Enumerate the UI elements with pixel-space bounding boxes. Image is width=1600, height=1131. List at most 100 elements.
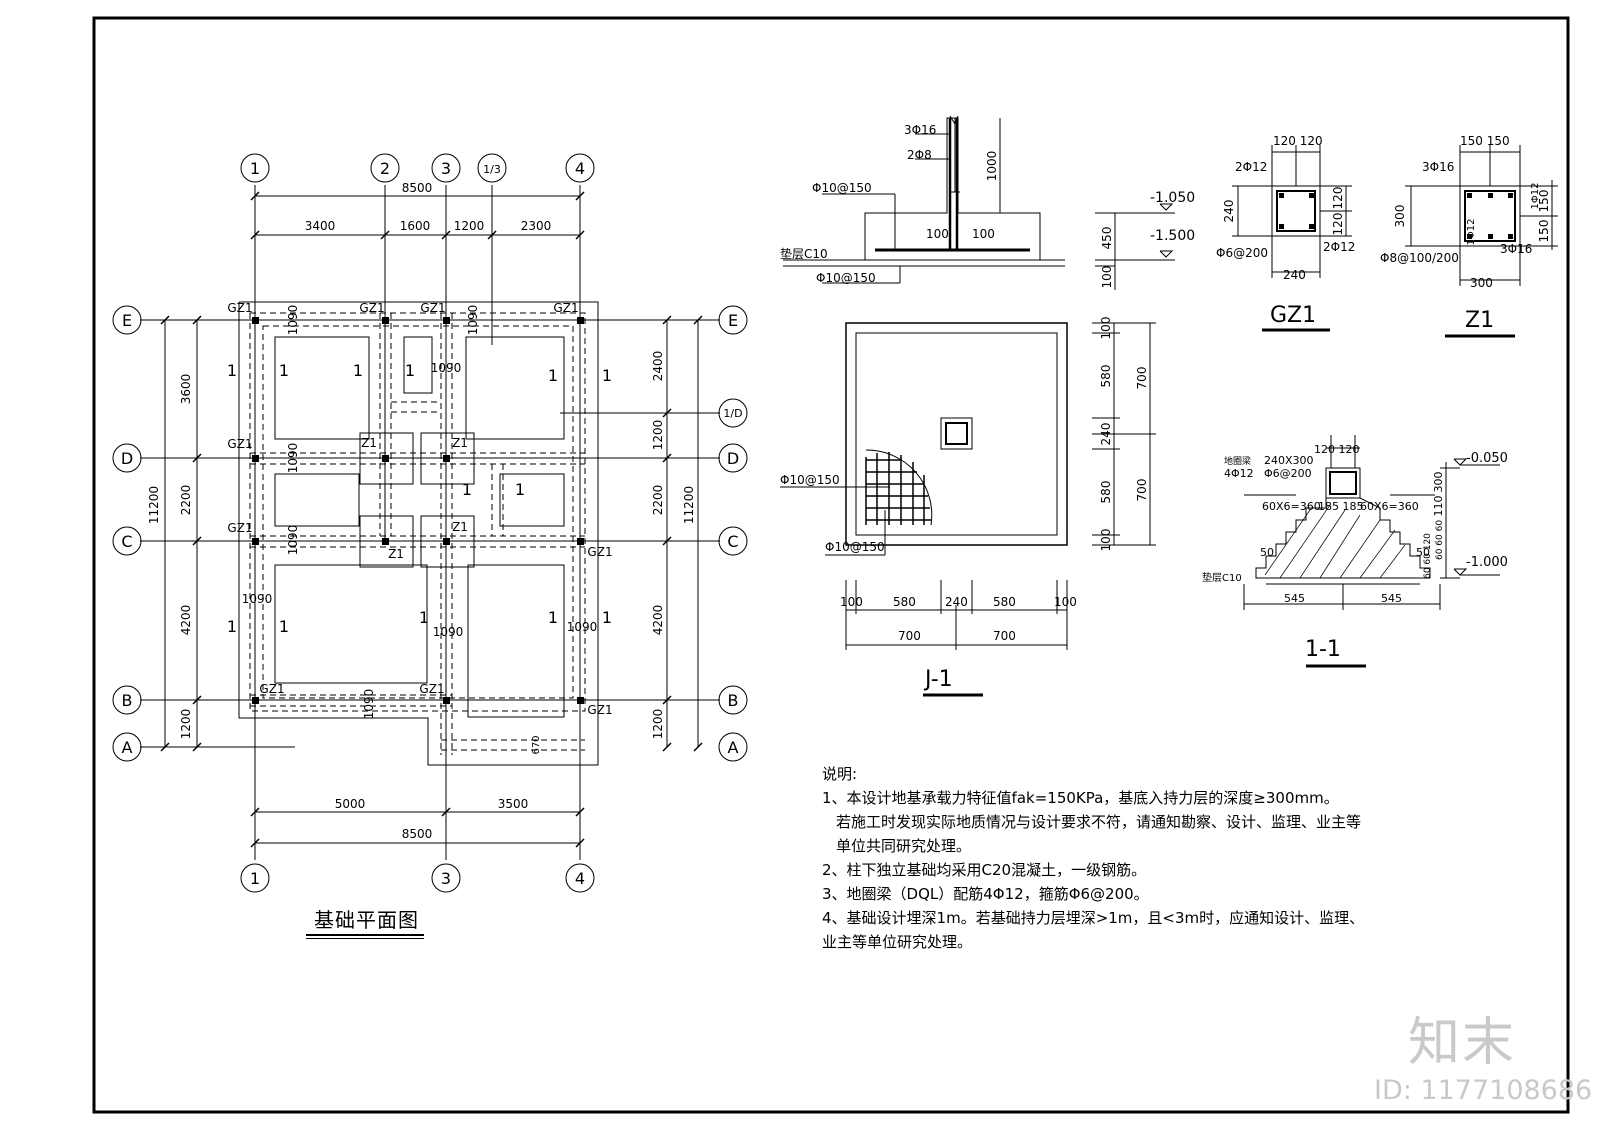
j1-rdim: 580 xyxy=(1099,365,1113,388)
j1-rdim: 580 xyxy=(1099,481,1113,504)
s11-step-mid: 185 185 xyxy=(1318,500,1364,513)
j1-rdim2: 700 xyxy=(1135,479,1149,502)
axis-top-1: 1 xyxy=(250,159,260,178)
section-mark: 1 xyxy=(405,361,415,380)
j1-dim: 240 xyxy=(945,595,968,609)
label-gz1: GZ1 xyxy=(259,682,284,696)
label-z1: Z1 xyxy=(452,520,468,534)
dim-right-4: 4200 xyxy=(651,605,665,636)
axis-right-d: D xyxy=(727,449,739,468)
axis-top-3: 3 xyxy=(441,159,451,178)
dim-left-3: 4200 xyxy=(179,605,193,636)
j1-rdim: 240 xyxy=(1099,423,1113,446)
gz1-side-dim: 240 xyxy=(1222,200,1236,223)
footing-inner-dim: 100 xyxy=(926,227,949,241)
dim-bottom-1: 5000 xyxy=(335,797,366,811)
note-line: 1、本设计地基承载力特征值fak=150KPa，基底入持力层的深度≥300mm。 xyxy=(822,789,1339,807)
j1-rebar2: Φ10@150 xyxy=(825,540,885,554)
s11-top-dim: 120 120 xyxy=(1314,443,1360,456)
j1-dim2: 700 xyxy=(993,629,1016,643)
axis-left-a: A xyxy=(122,738,133,757)
dim-left-4: 1200 xyxy=(179,709,193,740)
j1-dim: 580 xyxy=(893,595,916,609)
label-gz1: GZ1 xyxy=(227,521,252,535)
label-gz1: GZ1 xyxy=(419,682,444,696)
s11-level: -0.050 xyxy=(1466,451,1508,466)
section-mark: 1 xyxy=(279,617,289,636)
dim-left-1: 3600 xyxy=(179,374,193,405)
note-line: 业主等单位研究处理。 xyxy=(822,933,973,951)
label-gz1: GZ1 xyxy=(587,545,612,559)
footing-rebar-main: 3Φ16 xyxy=(904,123,936,137)
dim-left-total: 11200 xyxy=(147,486,161,524)
z1-title: Z1 xyxy=(1465,308,1494,333)
z1-inner-label: 1Φ12 xyxy=(1530,183,1541,210)
z1-inner-label: 1Φ12 xyxy=(1466,219,1477,246)
gz1-rebar-right: 2Φ12 xyxy=(1323,240,1355,254)
dim-right-3: 2200 xyxy=(651,485,665,516)
footing-inner-dim: 100 xyxy=(972,227,995,241)
j1-rdim: 100 xyxy=(1099,317,1113,340)
z1-side-dim: 300 xyxy=(1393,205,1407,228)
j1-dim: 100 xyxy=(840,595,863,609)
note-line: 4、基础设计埋深1m。若基础持力层埋深>1m，且<3m时，应通知设计、监理、 xyxy=(822,909,1365,927)
dim-1090-g: 1090 xyxy=(433,625,464,639)
notes-heading: 说明: xyxy=(822,765,858,783)
j1-dim: 580 xyxy=(993,595,1016,609)
footing-level: -1.500 xyxy=(1150,228,1195,244)
section-mark: 1 xyxy=(602,366,612,385)
z1-right-dim: 150 xyxy=(1537,190,1551,213)
axis-right-1d: 1/D xyxy=(723,407,742,420)
foundation-plan xyxy=(112,153,748,893)
note-line: 若施工时发现实际地质情况与设计要求不符，请通知勘察、设计、监理、业主等 xyxy=(836,813,1362,831)
axis-top-2: 2 xyxy=(380,159,390,178)
s11-right-dim: 60 60 120 xyxy=(1423,533,1433,579)
s11-right-dim: 110 xyxy=(1432,496,1445,517)
gz1-top-dim: 120 120 xyxy=(1273,134,1323,148)
section-mark: 1 xyxy=(227,361,237,380)
gz1-rebar-top: 2Φ12 xyxy=(1235,160,1267,174)
dim-1090-h: 1090 xyxy=(567,620,598,634)
dim-top-4: 2300 xyxy=(521,219,552,233)
z1-bottom-dim: 300 xyxy=(1470,276,1493,290)
section-mark: 1 xyxy=(353,361,363,380)
section-mark: 1 xyxy=(548,366,558,385)
footing-height-dim: 1000 xyxy=(985,151,999,182)
dim-1090-b: 1090 xyxy=(466,305,480,336)
label-gz1: GZ1 xyxy=(359,301,384,315)
watermark-id: ID: 1177108686 xyxy=(1374,1075,1593,1106)
axis-top-4: 4 xyxy=(575,159,585,178)
dim-1090-c: 1090 xyxy=(431,361,462,375)
gz1-right-dim: 120 xyxy=(1331,213,1345,236)
note-line: 3、地圈梁（DQL）配筋4Φ12，箍筋Φ6@200。 xyxy=(822,885,1149,903)
z1-detail xyxy=(1405,145,1558,338)
gz1-stirrup: Φ6@200 xyxy=(1216,246,1268,260)
axis-right-c: C xyxy=(727,532,738,551)
axis-bottom-1: 1 xyxy=(250,869,260,888)
dim-top-3: 1200 xyxy=(454,219,485,233)
title-underline xyxy=(306,934,424,936)
z1-rebar-bottom: 3Φ16 xyxy=(1500,242,1532,256)
label-z1: Z1 xyxy=(388,547,404,561)
dim-top-2: 1600 xyxy=(400,219,431,233)
dim-670: 670 xyxy=(531,735,542,754)
gz1-detail xyxy=(1232,145,1352,332)
j1-rdim2: 700 xyxy=(1135,367,1149,390)
section-1-1 xyxy=(1243,435,1500,668)
dim-right-5: 1200 xyxy=(651,709,665,740)
dim-1090-d: 1090 xyxy=(286,443,300,474)
section-mark: 1 xyxy=(462,480,472,499)
footing-bar-bottom: Φ10@150 xyxy=(816,271,876,285)
footing-level: -1.050 xyxy=(1150,190,1195,206)
note-line: 单位共同研究处理。 xyxy=(836,837,972,855)
axis-left-e: E xyxy=(122,311,132,330)
axis-right-e: E xyxy=(728,311,738,330)
label-gz1: GZ1 xyxy=(587,703,612,717)
z1-right-dim: 150 xyxy=(1537,220,1551,243)
section-mark: 1 xyxy=(548,608,558,627)
section-mark: 1 xyxy=(602,608,612,627)
note-line: 2、柱下独立基础均采用C20混凝土，一级钢筋。 xyxy=(822,861,1147,879)
s11-level: -1.000 xyxy=(1466,555,1508,570)
dim-1090-a: 1090 xyxy=(286,305,300,336)
footing-cushion: 垫层C10 xyxy=(780,246,828,261)
